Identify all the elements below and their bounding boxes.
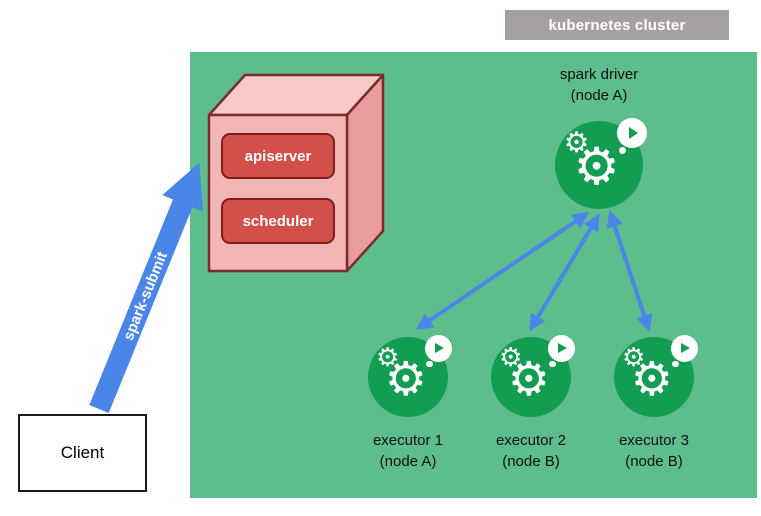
play-triangle-icon <box>680 343 690 354</box>
executor-3-icon: ⚙ ⚙ <box>614 334 698 417</box>
dot-icon <box>619 147 627 155</box>
gear-icon: ⚙ <box>630 352 673 406</box>
executor-3-node: (node B) <box>625 453 683 470</box>
gear-icon: ⚙ <box>563 126 590 159</box>
spark-driver-node: (node A) <box>570 87 628 104</box>
play-icon <box>547 334 575 362</box>
spark-driver-title: spark driver <box>559 66 639 83</box>
dot-icon <box>426 361 433 368</box>
play-icon <box>670 334 698 362</box>
play-icon <box>424 334 452 362</box>
executor-3-title: executor 3 <box>618 432 690 449</box>
apiserver-box: apiserver <box>221 133 335 179</box>
executor-1-label: executor 1 (node A) <box>348 430 468 472</box>
executor-1-title: executor 1 <box>372 432 444 449</box>
executor-2-label: executor 2 (node B) <box>471 430 591 472</box>
executor-2-node: (node B) <box>502 453 560 470</box>
spark-submit-arrow <box>89 162 204 413</box>
dot-icon <box>672 361 679 368</box>
spark-driver-icon: ⚙ ⚙ <box>555 118 648 209</box>
gear-icon: ⚙ <box>499 342 523 373</box>
gear-icon: ⚙ <box>384 352 427 406</box>
scheduler-box: scheduler <box>221 198 335 244</box>
executor-1-icon: ⚙ ⚙ <box>368 334 452 417</box>
gear-icon: ⚙ <box>507 352 550 406</box>
play-triangle-icon <box>557 343 567 354</box>
dot-icon <box>549 361 556 368</box>
spark-driver-label: spark driver (node A) <box>519 64 679 106</box>
play-triangle-icon <box>629 127 639 140</box>
executor-2-icon: ⚙ ⚙ <box>491 334 575 417</box>
executor-3-label: executor 3 (node B) <box>594 430 714 472</box>
cluster-title: kubernetes cluster <box>505 10 729 40</box>
spark-submit-label: spark-submit <box>120 249 171 343</box>
gear-icon: ⚙ <box>622 342 646 373</box>
play-triangle-icon <box>434 343 444 354</box>
client-box: Client <box>18 414 147 492</box>
gear-icon: ⚙ <box>573 137 620 196</box>
play-icon <box>617 118 648 149</box>
executor-2-title: executor 2 <box>495 432 567 449</box>
executor-1-node: (node A) <box>379 453 437 470</box>
gear-icon: ⚙ <box>376 342 400 373</box>
